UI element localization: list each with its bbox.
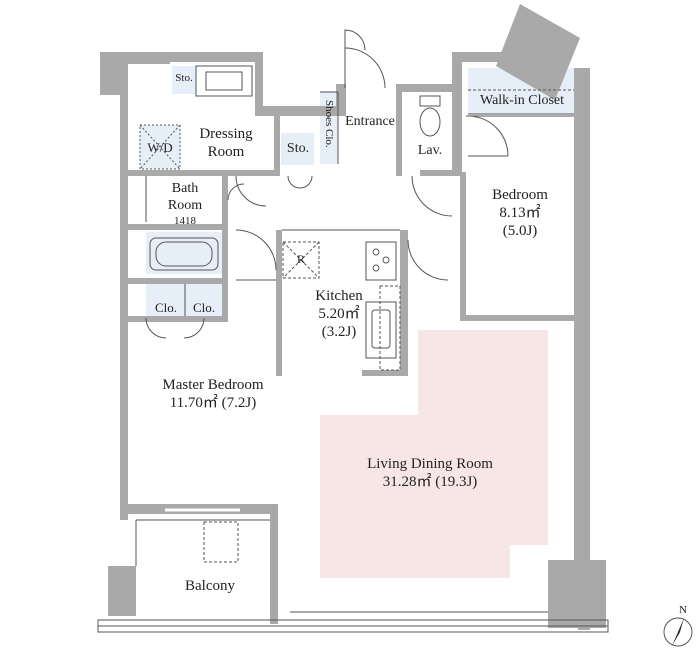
master-bedroom-area: 11.70㎡ (7.2J) — [169, 395, 257, 411]
balcony-label: Balcony — [185, 578, 235, 594]
bath-room-label: Bath Room 1418 — [150, 181, 220, 228]
bedroom-size: (5.0J) — [502, 223, 538, 239]
bath-room-line-1: Bath — [171, 181, 199, 196]
refrigerator-label: R — [296, 252, 305, 266]
north-arrow-icon — [663, 617, 693, 647]
living-dining-highlight — [320, 330, 548, 578]
bedroom-area: 8.13㎡ — [499, 205, 541, 221]
kitchen-size: (3.2J) — [321, 324, 357, 340]
entrance-label: Entrance — [345, 114, 395, 129]
living-dining-room-area: 31.28㎡ (19.3J) — [382, 474, 478, 490]
kitchen-label: Kitchen 5.20㎡ (3.2J) — [300, 287, 378, 341]
dressing-room-line-1: Dressing — [199, 126, 253, 142]
dressing-room-line-2: Room — [207, 144, 245, 160]
bath-fill — [146, 232, 224, 274]
bedroom-name: Bedroom — [492, 187, 548, 203]
kitchen-area: 5.20㎡ — [318, 306, 360, 322]
master-bedroom-label: Master Bedroom 11.70㎡ (7.2J) — [138, 376, 288, 412]
lavatory-label: Lav. — [417, 143, 443, 158]
master-bedroom-name: Master Bedroom — [162, 377, 264, 393]
wd-label: W/D — [147, 140, 173, 155]
living-dining-room-label: Living Dining Room 31.28㎡ (19.3J) — [340, 455, 520, 491]
storage-top-fill — [172, 66, 196, 94]
bath-room-line-2: Room — [167, 197, 203, 213]
storage-mid-label: Sto. — [286, 141, 310, 156]
dressing-room-label: Dressing Room — [186, 125, 266, 161]
walk-in-closet-label: Walk-in Closet — [479, 93, 565, 108]
closet-2-label: Clo. — [192, 300, 216, 315]
compass-label: N — [679, 604, 687, 616]
shoes-closet-label: Shoes Clo. — [323, 100, 336, 148]
storage-mid-fill — [281, 133, 314, 165]
thin-lines — [97, 29, 609, 633]
bath-room-code: 1418 — [174, 214, 196, 227]
kitchen-name: Kitchen — [315, 288, 363, 304]
living-dining-room-name: Living Dining Room — [367, 456, 493, 472]
storage-top-label: Sto. — [175, 72, 193, 84]
closet-1-label: Clo. — [154, 300, 178, 315]
bedroom-label: Bedroom 8.13㎡ (5.0J) — [472, 186, 568, 240]
